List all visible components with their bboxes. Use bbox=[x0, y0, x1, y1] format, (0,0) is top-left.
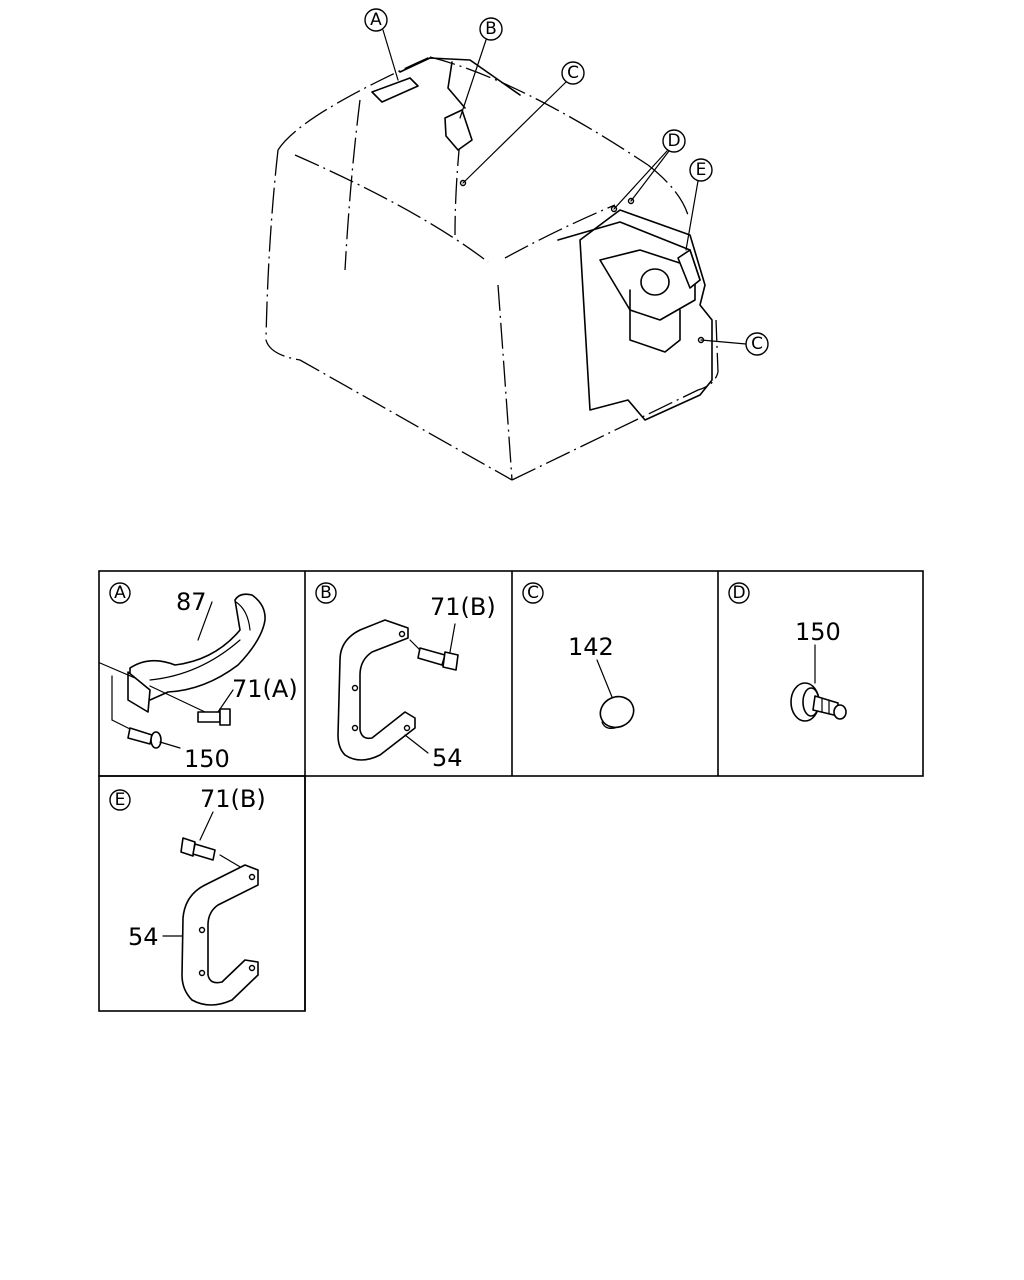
bolt-71b-e bbox=[180, 837, 216, 861]
part-150-label-d: 150 bbox=[795, 618, 841, 646]
part-71b-label-e: 71(B) bbox=[200, 785, 266, 813]
part-142-label: 142 bbox=[568, 633, 614, 661]
panel-b: B 71(B) 54 bbox=[315, 582, 496, 772]
callout-b: B bbox=[479, 17, 503, 41]
panel-e: E 71(B) 54 bbox=[109, 785, 266, 1006]
part-71a-label: 71(A) bbox=[232, 675, 298, 703]
svg-text:B: B bbox=[485, 19, 497, 39]
svg-text:D: D bbox=[667, 131, 680, 151]
panel-a: A 87 71(A) 150 bbox=[99, 582, 298, 773]
svg-text:A: A bbox=[370, 10, 382, 30]
assist-grip-54-e bbox=[181, 864, 259, 1006]
panel-b-label: B bbox=[320, 583, 332, 603]
panel-d: D 150 bbox=[728, 582, 847, 722]
panel-c: C 142 bbox=[522, 582, 635, 729]
rivet-150-d bbox=[790, 682, 847, 722]
part-54-label-b: 54 bbox=[432, 744, 463, 772]
part-150-label-a: 150 bbox=[184, 745, 230, 773]
callout-d: D bbox=[662, 129, 686, 153]
bolt-71a bbox=[197, 708, 231, 726]
rivet-150 bbox=[127, 727, 162, 749]
panel-e-label: E bbox=[115, 790, 126, 810]
svg-text:E: E bbox=[696, 160, 707, 180]
svg-text:C: C bbox=[567, 63, 579, 83]
panel-c-label: C bbox=[527, 583, 539, 603]
svg-text:C: C bbox=[751, 334, 763, 354]
part-54-label-e: 54 bbox=[128, 923, 159, 951]
assist-grip-54-b bbox=[337, 619, 416, 761]
callout-c-right: C bbox=[745, 332, 769, 356]
callout-e: E bbox=[689, 158, 713, 182]
plug-142 bbox=[599, 695, 635, 729]
cab-assembly-drawing bbox=[265, 29, 747, 481]
part-71b-label-b: 71(B) bbox=[430, 593, 496, 621]
detail-panel-grid bbox=[98, 570, 924, 1012]
bolt-71b-b bbox=[417, 647, 459, 671]
callout-a: A bbox=[364, 8, 388, 32]
callout-c-top: C bbox=[561, 61, 585, 85]
panel-d-label: D bbox=[732, 583, 745, 603]
grab-handle-87 bbox=[127, 593, 266, 713]
part-87-label: 87 bbox=[176, 588, 207, 616]
panel-a-label: A bbox=[114, 583, 126, 603]
